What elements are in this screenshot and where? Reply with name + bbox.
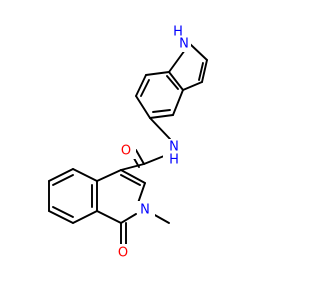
ring-n-label: N bbox=[140, 203, 150, 218]
bond-c3a-c7a-inner bbox=[166, 75, 179, 90]
bond-c6-c5 bbox=[135, 95, 151, 119]
amide-nh-h-label: H bbox=[169, 153, 179, 168]
bond-c7-c8-inner bbox=[52, 206, 74, 218]
bond-c8a-c1 bbox=[96, 210, 122, 224]
bond-c7-c6-inner bbox=[140, 79, 150, 97]
bond-c8-c8a bbox=[72, 210, 98, 224]
bond-c7-c6 bbox=[135, 74, 147, 97]
bond-c5-c6-inner bbox=[52, 174, 74, 186]
bond-c7a-n1 bbox=[168, 49, 186, 73]
amide-nh-n-label: N bbox=[169, 140, 179, 155]
bond-n2-c3 bbox=[137, 182, 146, 204]
molecule-diagram: H N N H O N O bbox=[48, 24, 208, 263]
bond-n1-c2 bbox=[189, 43, 208, 61]
bond-c1-n2 bbox=[120, 213, 137, 224]
bond-c5-c4-inner bbox=[152, 109, 171, 113]
label-bg-ring-o bbox=[114, 244, 132, 263]
indole-ring bbox=[135, 43, 208, 119]
bond-c3-c4 bbox=[120, 169, 146, 184]
atom-labels: H N N H O N O bbox=[114, 25, 191, 263]
carbonyl-o-ring-label: O bbox=[118, 246, 128, 261]
bond-co-c4 bbox=[120, 163, 145, 171]
bond-c5-nh bbox=[149, 117, 171, 140]
indole-nh-n-label: N bbox=[179, 37, 189, 52]
bond-c5-c4 bbox=[149, 114, 174, 119]
bond-c4a-c5 bbox=[72, 168, 98, 182]
indole-nh-h-label: H bbox=[173, 25, 183, 40]
carbonyl-o-amide-label: O bbox=[121, 144, 131, 159]
bond-c4-c4a bbox=[96, 169, 122, 182]
bond-c7a-c7 bbox=[145, 71, 170, 76]
bond-co-o-a bbox=[135, 149, 145, 165]
bond-c2-c3 bbox=[201, 59, 208, 83]
bond-n2-me bbox=[152, 213, 170, 224]
isoquinolinone-ring bbox=[48, 168, 170, 245]
bond-c4-c3a bbox=[172, 89, 184, 116]
bond-c7-c8 bbox=[48, 210, 74, 224]
label-bg-amide-nh bbox=[163, 139, 185, 162]
bond-c3-c4-inner bbox=[120, 174, 141, 186]
bond-c2-c3-inner bbox=[198, 62, 204, 81]
bond-c5-c6 bbox=[48, 168, 74, 182]
label-bg-indole-nh bbox=[171, 28, 191, 52]
structure-canvas: H N N H O N O bbox=[48, 24, 208, 263]
bond-c3-c3a bbox=[182, 81, 203, 91]
bond-c3a-c7a bbox=[168, 71, 184, 91]
label-bg-ring-n bbox=[137, 201, 155, 220]
label-bg-amide-o bbox=[118, 140, 136, 159]
